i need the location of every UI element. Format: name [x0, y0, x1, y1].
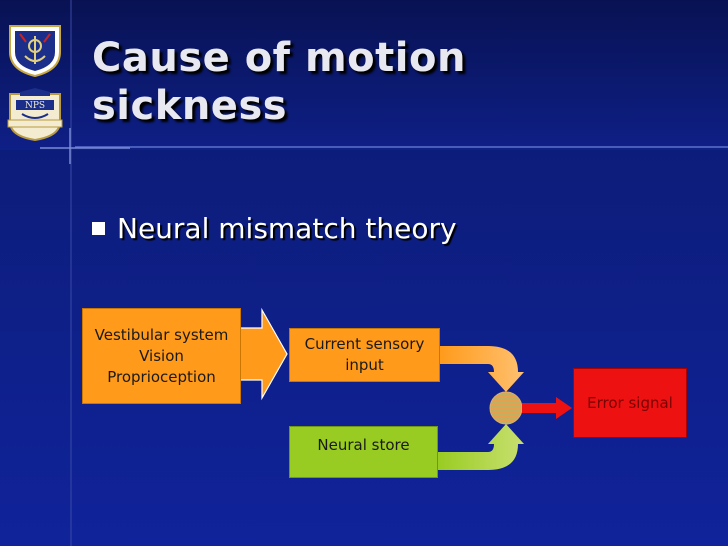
nps-seal-icon: NPS: [7, 88, 63, 142]
error-signal-label: Error signal: [587, 393, 673, 412]
bullet-text: Neural mismatch theory: [117, 212, 457, 245]
current-sensory-input-box: Current sensory input: [289, 328, 440, 382]
neural-store-box: Neural store: [289, 426, 438, 478]
decorative-cross-vertical: [69, 128, 71, 164]
slide-title: Cause of motion sickness: [92, 34, 466, 130]
svg-text:NPS: NPS: [25, 101, 45, 111]
academy-crest-icon: [9, 25, 61, 78]
input-vision: Vision: [139, 346, 184, 365]
neural-store-label: Neural store: [317, 436, 410, 454]
comparator-circle: [489, 391, 523, 425]
slide-title-line2: sickness: [92, 83, 288, 129]
input-proprioception: Proprioception: [107, 367, 216, 386]
slide-title-line1: Cause of motion: [92, 35, 466, 81]
current-sensory-line2: input: [345, 356, 384, 374]
current-sensory-line1: Current sensory: [304, 335, 425, 353]
input-block-arrow: [238, 307, 288, 401]
header-band: [0, 0, 728, 150]
bullet-item: Neural mismatch theory: [92, 212, 457, 245]
input-vestibular: Vestibular system: [94, 325, 229, 344]
orange-curved-arrow: [438, 346, 524, 392]
error-signal-box: Error signal: [573, 368, 687, 438]
green-curved-arrow: [438, 424, 524, 470]
decorative-cross-horizontal: [40, 147, 130, 149]
decorative-vertical-line: [70, 0, 72, 546]
bullet-square-icon: [92, 222, 105, 235]
red-arrow: [522, 397, 572, 419]
sensory-inputs-box: Vestibular system Vision Proprioception: [82, 308, 241, 404]
header-divider: [75, 146, 728, 148]
